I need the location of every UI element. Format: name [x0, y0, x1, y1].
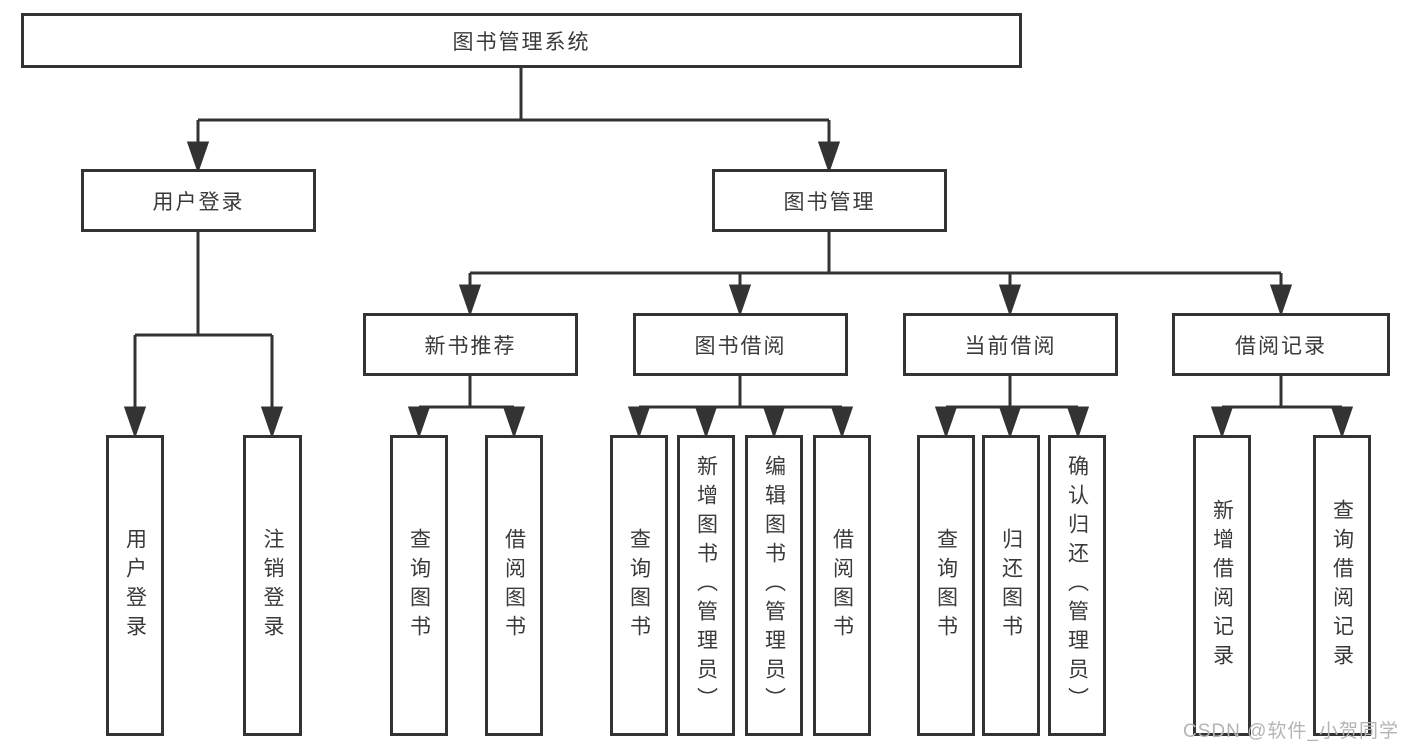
leaf-query-books-recommend: 查询图书: [390, 435, 448, 736]
arrowhead: [1330, 406, 1354, 439]
arrowhead: [502, 406, 526, 439]
arrowhead: [762, 406, 786, 439]
leaf-borrow-books-recommend: 借阅图书: [485, 435, 543, 736]
connector-new-book-recommend-children: [407, 376, 526, 439]
arrowhead: [260, 406, 284, 439]
arrowhead: [186, 141, 210, 174]
node-book-management: 图书管理: [712, 169, 947, 232]
connector-book-borrow-children: [627, 376, 854, 439]
node-borrow-records: 借阅记录: [1172, 313, 1390, 376]
node-new-book-recommend: 新书推荐: [363, 313, 578, 376]
arrowhead: [407, 406, 431, 439]
leaf-query-books-current: 查询图书: [917, 435, 975, 736]
arrowhead: [1210, 406, 1234, 439]
leaf-confirm-return-admin: 确认归还（管理员）: [1048, 435, 1106, 736]
node-user-login: 用户登录: [81, 169, 316, 232]
arrowhead: [1269, 284, 1293, 317]
arrowhead: [830, 406, 854, 439]
arrowhead: [694, 406, 718, 439]
arrowhead: [817, 141, 841, 174]
arrowhead: [1066, 406, 1090, 439]
arrowhead: [998, 284, 1022, 317]
leaf-user-login: 用户登录: [106, 435, 164, 736]
node-root-book-management-system: 图书管理系统: [21, 13, 1022, 68]
connector-user-login-children: [123, 232, 284, 439]
arrowhead: [998, 406, 1022, 439]
connector-current-borrow-children: [934, 376, 1090, 439]
leaf-query-books-borrow: 查询图书: [610, 435, 668, 736]
node-current-borrow: 当前借阅: [903, 313, 1118, 376]
arrowhead: [458, 284, 482, 317]
connector-book-management-children: [458, 232, 1293, 317]
leaf-logout: 注销登录: [243, 435, 302, 736]
connector-borrow-records-children: [1210, 376, 1354, 439]
arrowhead: [123, 406, 147, 439]
leaf-add-book-admin: 新增图书（管理员）: [677, 435, 735, 736]
node-book-borrow: 图书借阅: [633, 313, 848, 376]
arrowhead: [627, 406, 651, 439]
leaf-borrow-books: 借阅图书: [813, 435, 871, 736]
leaf-add-borrow-record: 新增借阅记录: [1193, 435, 1251, 736]
connector-root-to-level2: [186, 68, 841, 174]
arrowhead: [728, 284, 752, 317]
csdn-watermark: CSDN @软件_小贺同学: [1183, 721, 1399, 742]
arrowhead: [934, 406, 958, 439]
leaf-return-book: 归还图书: [982, 435, 1040, 736]
leaf-edit-book-admin: 编辑图书（管理员）: [745, 435, 803, 736]
leaf-query-borrow-record: 查询借阅记录: [1313, 435, 1371, 736]
